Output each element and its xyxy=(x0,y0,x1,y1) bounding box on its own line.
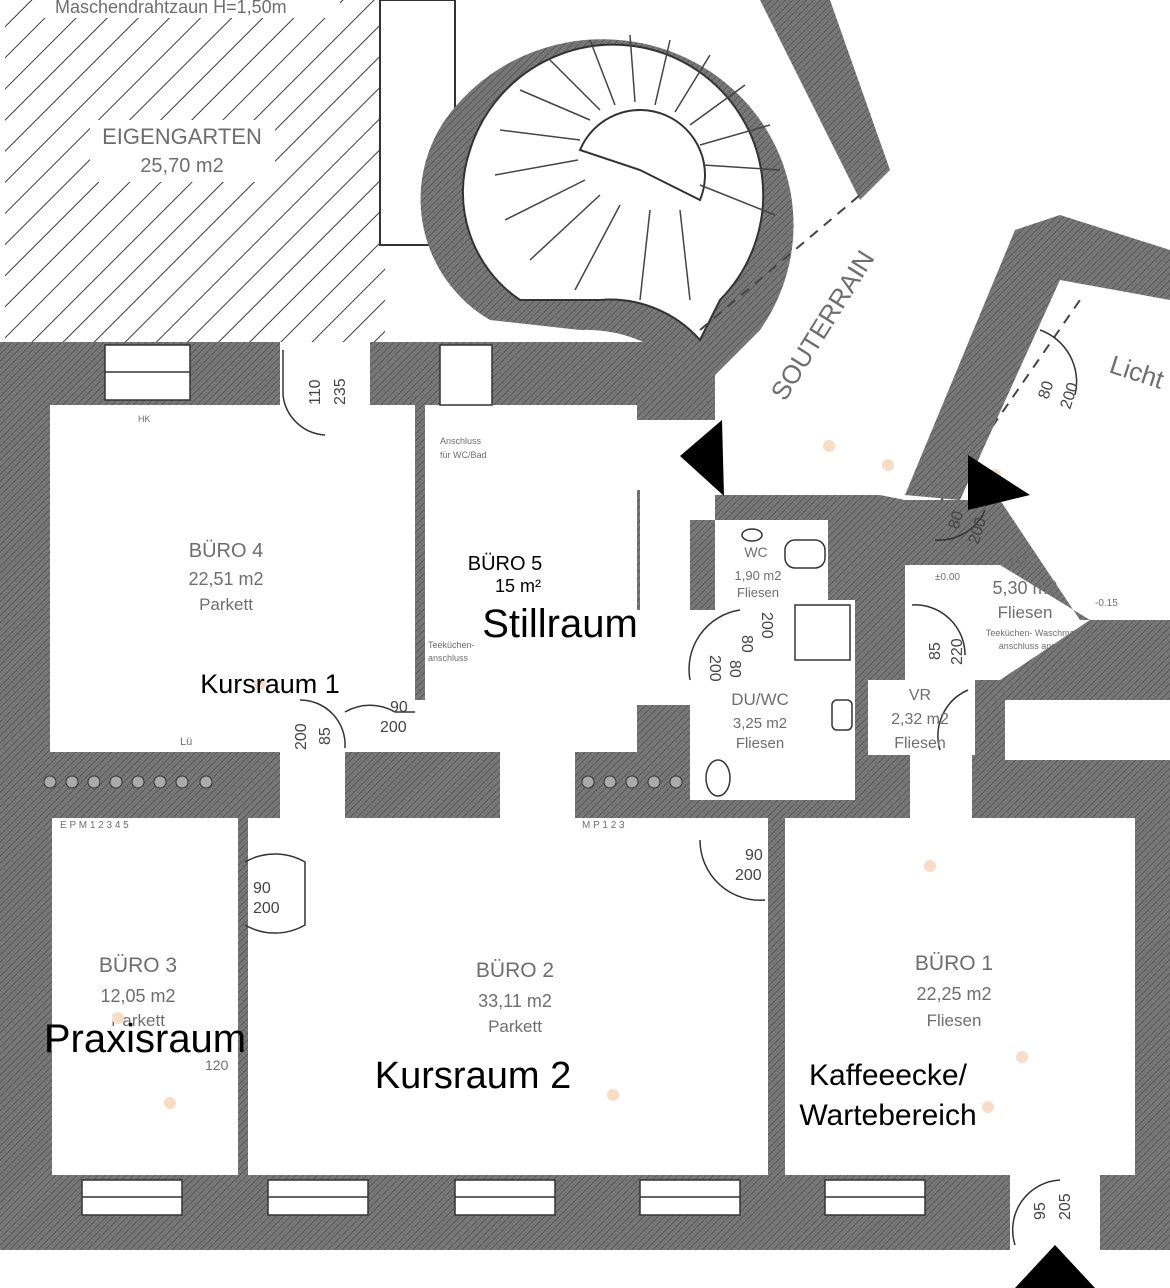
dim-220: 220 xyxy=(949,638,966,665)
garden-label-bg xyxy=(90,120,275,182)
spiral-staircase xyxy=(420,34,794,391)
vr-area: 2,32 m2 xyxy=(891,711,949,728)
buero1-area: 22,25 m2 xyxy=(916,984,991,1004)
praxisraum-label: Praxisraum xyxy=(44,1017,246,1061)
stillraum-label: Stillraum xyxy=(482,602,638,646)
dim-200b: 200 xyxy=(293,723,310,750)
buero2-floor: Parkett xyxy=(488,1017,542,1036)
vr-name: VR xyxy=(909,687,931,704)
dim-200c: 200 xyxy=(253,900,280,917)
opening-kurs1-corridor xyxy=(280,752,345,818)
ar-floor: Fliesen xyxy=(998,603,1053,622)
kursraum1-label: Kursraum 1 xyxy=(200,669,340,699)
buero5-area: 15 m² xyxy=(495,576,541,596)
dim-80d: 80 xyxy=(726,660,743,678)
ar-level-1: ±0.00 xyxy=(935,572,960,583)
dim-90b: 90 xyxy=(253,880,271,897)
buero4-floor: Parkett xyxy=(199,595,253,614)
entry-arrow-2 xyxy=(968,455,1030,510)
main-wall-mass xyxy=(0,342,1170,1250)
buero4-hk: HK xyxy=(138,414,151,424)
buero4-area: 22,51 m2 xyxy=(188,569,263,589)
dim-80c: 80 xyxy=(738,635,755,653)
entry-arrow-1 xyxy=(680,420,724,496)
dim-85a: 85 xyxy=(317,727,334,745)
dim-80a: 80 xyxy=(1036,379,1058,401)
kaffee-label-2: Wartebereich xyxy=(799,1099,976,1132)
buero2-area: 33,11 m2 xyxy=(478,991,552,1011)
ar-name: AR. xyxy=(1009,551,1041,572)
dim-200a: 200 xyxy=(380,719,407,736)
dim-200d: 200 xyxy=(735,867,762,884)
entry-arrow-3 xyxy=(1015,1245,1095,1288)
dim-200e: 200 xyxy=(1058,380,1082,411)
dim-110: 110 xyxy=(307,379,324,405)
buero4-lue: Lü xyxy=(180,736,192,748)
souterrain-wall xyxy=(760,0,890,200)
windows xyxy=(81,344,926,1216)
fence-label: Maschendrahtzaun H=1,50m xyxy=(55,0,287,17)
buero2-name: BÜRO 2 xyxy=(476,959,554,982)
buero5-name: BÜRO 5 xyxy=(468,553,542,575)
radiator-row-mid xyxy=(581,775,683,789)
radiator-row-left xyxy=(43,775,213,789)
dim-235: 235 xyxy=(332,378,349,405)
buero3-120: 120 xyxy=(205,1057,229,1073)
opening-b1-south xyxy=(1010,1175,1100,1250)
door-swings xyxy=(244,329,1078,1246)
kursraum2-label: Kursraum 2 xyxy=(375,1055,571,1097)
buero3-name: BÜRO 3 xyxy=(99,954,177,977)
teekueche-2: anschluss xyxy=(428,653,469,663)
opening-b5-corridor xyxy=(500,752,575,818)
dim-80b: 80 xyxy=(946,509,968,531)
buero4-name: BÜRO 4 xyxy=(189,540,263,562)
garden-area-label: 25,70 m2 xyxy=(140,155,223,177)
meters-left: E P M 1 2 3 4 5 xyxy=(60,820,129,831)
duwc-area: 3,25 m2 xyxy=(733,715,787,732)
buero3-floor: Parkett xyxy=(111,1011,165,1030)
garden-name: EIGENGARTEN xyxy=(102,124,262,149)
buero1-name: BÜRO 1 xyxy=(915,952,993,975)
buero3-area: 12,05 m2 xyxy=(100,986,175,1006)
anschluss-wcbad-1: Anschluss xyxy=(440,436,482,446)
dim-85b: 85 xyxy=(927,642,944,660)
right-upper-wall xyxy=(905,215,1170,500)
fence-label-bg xyxy=(40,0,340,18)
wc-floor: Fliesen xyxy=(737,585,779,600)
wc-name: WC xyxy=(744,544,767,560)
anschluss-wcbad-2: für WC/Bad xyxy=(440,450,487,460)
licht-label: Licht xyxy=(1106,349,1168,395)
bathroom-fixtures xyxy=(705,528,853,797)
duwc-name: DU/WC xyxy=(731,690,789,709)
ar-note-2: anschluss anschluss xyxy=(999,641,1082,651)
dim-90a: 90 xyxy=(390,699,408,716)
vr-floor: Fliesen xyxy=(894,735,946,752)
dim-200g: 200 xyxy=(758,612,775,639)
dim-200h: 200 xyxy=(706,655,723,682)
dim-205: 205 xyxy=(1057,1193,1074,1220)
ar-area: 5,30 m2 xyxy=(992,578,1057,598)
ar-note-1: Teeküchen- Waschmasch.- xyxy=(986,628,1094,638)
opening-vr-corridor xyxy=(910,755,972,818)
dim-95: 95 xyxy=(1032,1202,1049,1220)
opening-b4-b5-doorway xyxy=(280,342,370,405)
buero1-floor: Fliesen xyxy=(927,1011,982,1030)
ar-level-2: -0.15 xyxy=(1095,598,1118,609)
wc-area: 1,90 m2 xyxy=(735,568,782,583)
duwc-floor: Fliesen xyxy=(736,735,784,752)
teekueche-1: Teeküchen- xyxy=(428,640,475,650)
dim-90c: 90 xyxy=(745,847,763,864)
meters-mid: M P 1 2 3 xyxy=(582,820,625,831)
opening-b5-east-2 xyxy=(637,610,690,705)
opening-b4-b5 xyxy=(415,700,425,752)
kaffee-label-1: Kaffeeecke/ xyxy=(809,1059,968,1092)
